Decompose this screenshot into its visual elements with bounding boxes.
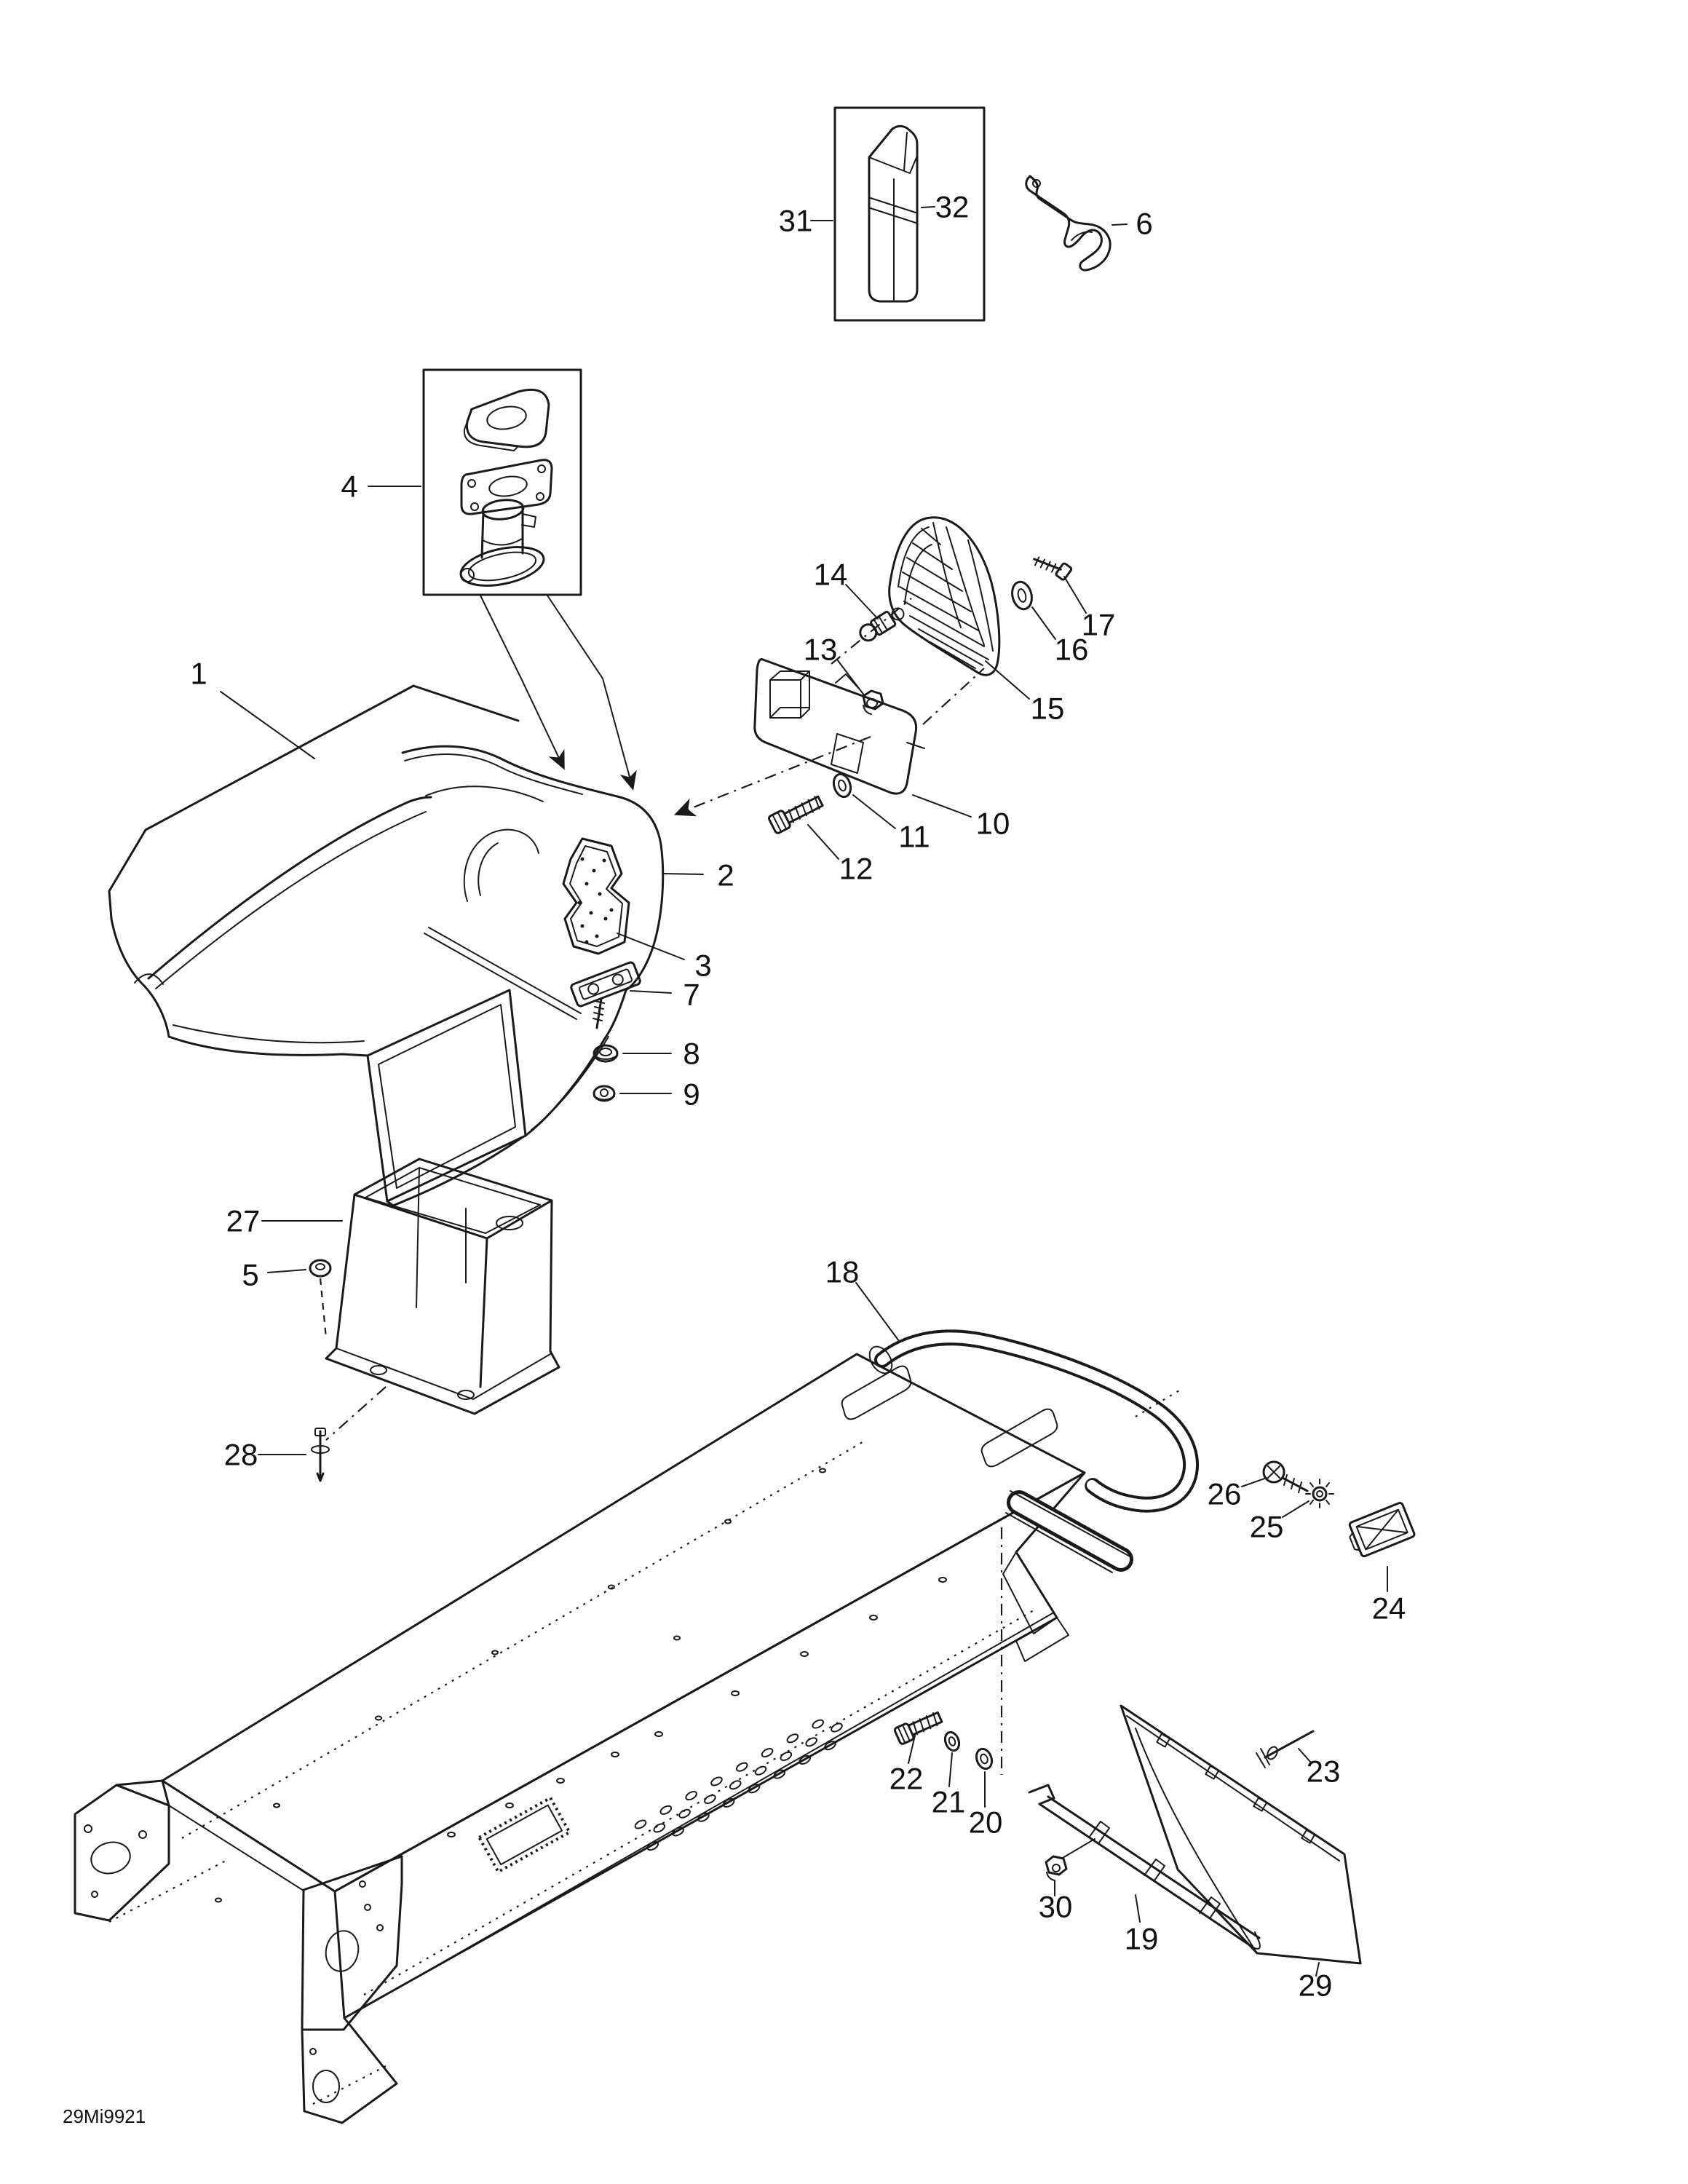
washer-21 [943, 1730, 961, 1752]
seat-cover-outline [108, 684, 520, 920]
retainer-strip-19 [1028, 1784, 1261, 1950]
washer-8 [593, 1044, 619, 1063]
gasket-kit-box-4 [422, 368, 637, 791]
callout-number-9: 9 [683, 1077, 700, 1112]
washer-5 [309, 1259, 332, 1339]
taillight-lens-15 [888, 516, 1001, 676]
callout-number-23: 23 [1307, 1754, 1341, 1789]
running-board-holes [634, 1719, 843, 1851]
lubricant-bottle-32 [868, 124, 919, 303]
washer-16 [1011, 580, 1033, 611]
pin-23 [1256, 1730, 1315, 1768]
part-code-label: 29Mi9921 [63, 2105, 146, 2127]
callout-leader-26 [1241, 1477, 1267, 1487]
bolt-22 [893, 1711, 943, 1745]
callout-number-31: 31 [779, 204, 813, 238]
callout-number-18: 18 [825, 1255, 860, 1289]
bracket-bolt-7 [593, 997, 605, 1029]
frame-tunnel [74, 1353, 1086, 2124]
seat-assembly [108, 684, 871, 1207]
callout-leader-3 [617, 933, 685, 960]
callout-number-11: 11 [898, 820, 930, 854]
callout-number-8: 8 [683, 1037, 700, 1071]
callout-leader-15 [985, 660, 1030, 700]
callout-leader-14 [845, 584, 879, 620]
callout-number-13: 13 [804, 633, 838, 667]
reflector-24 [1348, 1501, 1416, 1558]
callout-number-17: 17 [1082, 608, 1116, 642]
callout-number-19: 19 [1125, 1922, 1159, 1956]
lock-washer-25 [1305, 1479, 1334, 1508]
callout-number-15: 15 [1031, 692, 1065, 726]
bolt-12 [768, 795, 824, 834]
washer-20 [975, 1747, 994, 1770]
callout-number-16: 16 [1055, 633, 1089, 667]
callout-number-29: 29 [1299, 1969, 1333, 2003]
callout-number-2: 2 [717, 858, 734, 893]
screw-26 [1262, 1460, 1309, 1493]
callout-leader-22 [908, 1735, 916, 1764]
callout-number-30: 30 [1039, 1890, 1073, 1924]
callout-number-3: 3 [694, 949, 711, 983]
grab-handle-18 [868, 1329, 1200, 1573]
callout-leader-21 [948, 1752, 953, 1787]
callout-number-20: 20 [969, 1805, 1003, 1840]
callout-leader-23 [1298, 1748, 1311, 1762]
spanner-wrench-6 [1025, 175, 1112, 272]
screw-17 [1033, 556, 1073, 581]
taillight-housing-10 [753, 598, 985, 795]
callout-number-7: 7 [683, 978, 700, 1012]
callout-number-5: 5 [242, 1258, 258, 1292]
callout-number-22: 22 [889, 1762, 924, 1796]
callout-leader-25 [1282, 1500, 1309, 1518]
storage-box-27 [325, 1158, 560, 1415]
kit-box-31 [833, 106, 986, 322]
callout-number-27: 27 [226, 1204, 261, 1238]
callout-number-10: 10 [976, 807, 1010, 841]
callout-leader-13 [836, 659, 865, 697]
bracket-7 [570, 961, 641, 1008]
callout-number-14: 14 [814, 558, 848, 592]
pin-28 [311, 1386, 387, 1482]
callout-number-24: 24 [1372, 1591, 1406, 1626]
callout-number-6: 6 [1136, 207, 1152, 241]
callout-leader-16 [1031, 606, 1056, 640]
callout-leader-7 [630, 990, 672, 994]
callout-leader-12 [807, 824, 839, 860]
snow-flap-29 [1120, 1704, 1362, 1965]
nut-9 [593, 1085, 616, 1102]
callout-number-28: 28 [224, 1438, 258, 1472]
callout-leader-11 [852, 794, 896, 829]
callout-number-32: 32 [935, 190, 970, 224]
callout-leader-17 [1063, 576, 1087, 614]
washer-11 [832, 772, 852, 799]
callout-number-26: 26 [1208, 1477, 1242, 1511]
nut-30 [1045, 1838, 1095, 1881]
callout-number-1: 1 [190, 657, 207, 691]
callout-leader-10 [912, 794, 972, 818]
callout-number-4: 4 [341, 470, 357, 504]
callout-leader-1 [220, 691, 315, 759]
callout-leader-5 [267, 1269, 306, 1273]
callout-leader-19 [1135, 1894, 1141, 1923]
bulb-14 [859, 607, 905, 642]
callout-number-25: 25 [1250, 1510, 1284, 1544]
backrest-patch [562, 837, 630, 955]
callout-leader-29 [1315, 1962, 1320, 1977]
callout-leader-6 [1112, 223, 1128, 226]
callout-number-21: 21 [932, 1785, 966, 1819]
callout-number-12: 12 [839, 852, 873, 886]
callout-leader-18 [855, 1282, 900, 1342]
